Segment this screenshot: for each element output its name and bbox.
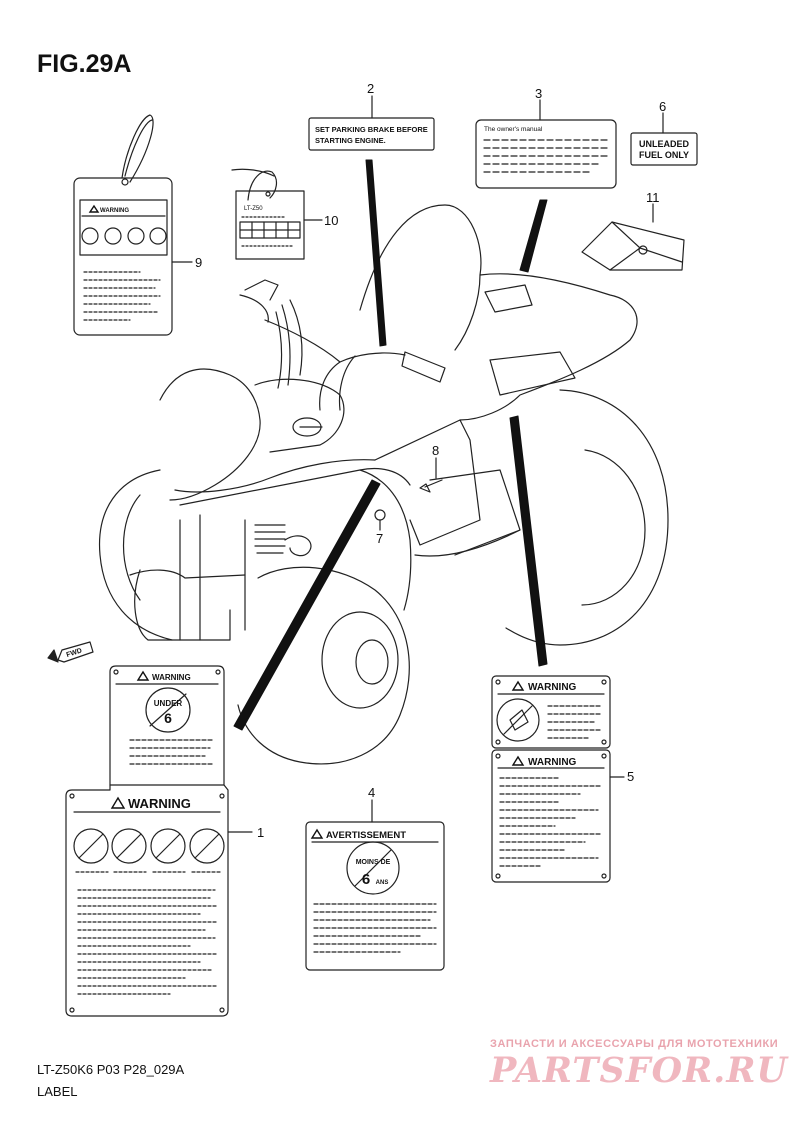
part1-warning-large: WARNING bbox=[128, 796, 191, 811]
part4-ans: ANS bbox=[376, 880, 389, 886]
fuel-line-1: UNLEADED bbox=[639, 139, 690, 149]
tag9-warning: WARNING bbox=[100, 208, 129, 214]
part4-avertissement: AVERTISSEMENT bbox=[326, 830, 406, 841]
parking-brake-line-2: STARTING ENGINE. bbox=[315, 136, 386, 145]
figure-caption: LABEL bbox=[37, 1084, 78, 1099]
part1-under: UNDER bbox=[154, 699, 183, 708]
callout-3: 3 bbox=[535, 86, 542, 101]
part-2-label bbox=[308, 95, 435, 151]
part1-warning-small: WARNING bbox=[152, 673, 191, 682]
callout-8: 8 bbox=[432, 443, 439, 458]
part-10-tag bbox=[231, 168, 323, 260]
fuel-line-2: FUEL ONLY bbox=[639, 150, 689, 160]
small-leaders bbox=[379, 457, 437, 531]
tag10-model: LT-Z50 bbox=[244, 206, 263, 212]
manual-title: The owner's manual bbox=[484, 126, 543, 133]
callout-1: 1 bbox=[257, 825, 264, 840]
part4-moins-de: MOINS DE bbox=[356, 859, 391, 866]
callout-5: 5 bbox=[627, 769, 634, 784]
callout-9: 9 bbox=[195, 255, 202, 270]
part-3-manual bbox=[475, 99, 617, 189]
watermark-logo: PARTSFOR.RU bbox=[490, 1050, 788, 1091]
callout-11: 11 bbox=[646, 190, 660, 205]
watermark-text: ЗАПЧАСТИ И АКСЕССУАРЫ ДЛЯ МОТОТЕХНИКИ bbox=[490, 1038, 779, 1050]
parking-brake-line-1: SET PARKING BRAKE BEFORE bbox=[315, 125, 428, 134]
callout-10: 10 bbox=[324, 213, 338, 228]
callout-7: 7 bbox=[376, 531, 383, 546]
figure-code: LT-Z50K6 P03 P28_029A bbox=[37, 1062, 185, 1077]
part1-under-age: 6 bbox=[164, 710, 172, 726]
callout-2: 2 bbox=[367, 81, 374, 96]
fwd-arrow bbox=[47, 641, 94, 663]
part5-warning-top: WARNING bbox=[528, 682, 577, 693]
figure-title: FIG.29A bbox=[37, 50, 132, 78]
part-5-label bbox=[491, 675, 625, 883]
callout-4: 4 bbox=[368, 785, 375, 800]
part5-warning-bottom: WARNING bbox=[528, 757, 577, 768]
atv-body bbox=[98, 204, 669, 765]
leader-bars bbox=[233, 159, 548, 731]
part-9-hang-tag bbox=[73, 114, 193, 336]
part-1-label bbox=[65, 665, 253, 1017]
part-11-pouch bbox=[581, 203, 685, 271]
part-4-label bbox=[305, 799, 445, 971]
part-6-fuel-label bbox=[630, 112, 698, 166]
part4-age: 6 bbox=[362, 871, 370, 888]
fwd-label: FWD bbox=[66, 647, 83, 659]
warning-triangles bbox=[88, 204, 525, 839]
callout-6: 6 bbox=[659, 99, 666, 114]
